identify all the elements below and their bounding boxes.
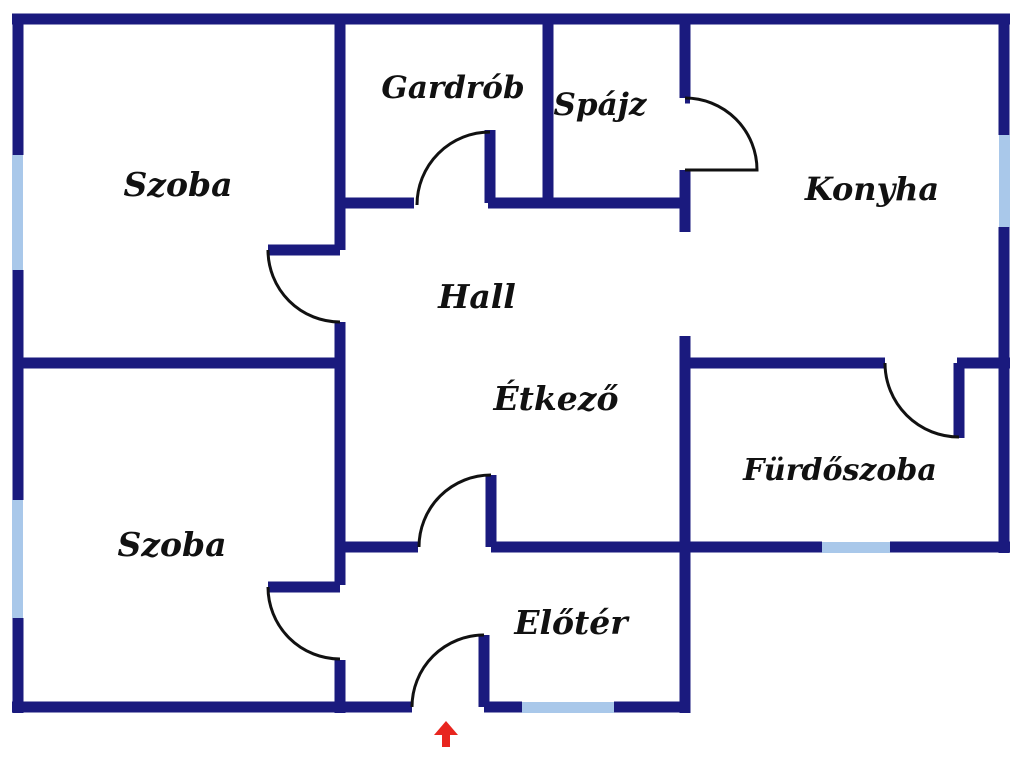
label-szoba-top: Szoba (123, 165, 232, 204)
label-eloter: Előtér (513, 603, 630, 642)
walls (12, 13, 1010, 713)
door-arc-etkezo (417, 473, 492, 548)
label-hall: Hall (437, 277, 516, 316)
door-arc-spajz (684, 96, 759, 172)
arrow-up-icon (434, 721, 458, 747)
window-furdoszoba (822, 542, 890, 553)
label-spajz: Spájz (554, 87, 648, 123)
label-gardrob: Gardrób (381, 70, 524, 106)
room-labels: Szoba Szoba Gardrób Spájz Konyha Hall Ét… (117, 70, 939, 642)
label-etkezo: Étkező (492, 378, 618, 418)
window-szoba-bottom (12, 500, 23, 618)
door-arc-entrance (410, 633, 485, 708)
door-arc-bath (883, 362, 960, 439)
door-arcs (266, 96, 960, 708)
door-arc-szoba-top (266, 249, 341, 324)
entrance-arrow-shaft (442, 734, 450, 747)
label-furdoszoba: Fürdőszoba (742, 453, 937, 488)
windows (12, 135, 1010, 713)
label-szoba-bottom: Szoba (117, 525, 226, 564)
door-arc-szoba-bottom (266, 586, 341, 661)
door-arc-gardrob (415, 130, 491, 206)
label-konyha: Konyha (804, 170, 939, 208)
window-eloter (522, 702, 614, 713)
entrance-arrow-head (434, 721, 458, 735)
window-szoba-top (12, 155, 23, 270)
window-konyha (999, 135, 1010, 227)
